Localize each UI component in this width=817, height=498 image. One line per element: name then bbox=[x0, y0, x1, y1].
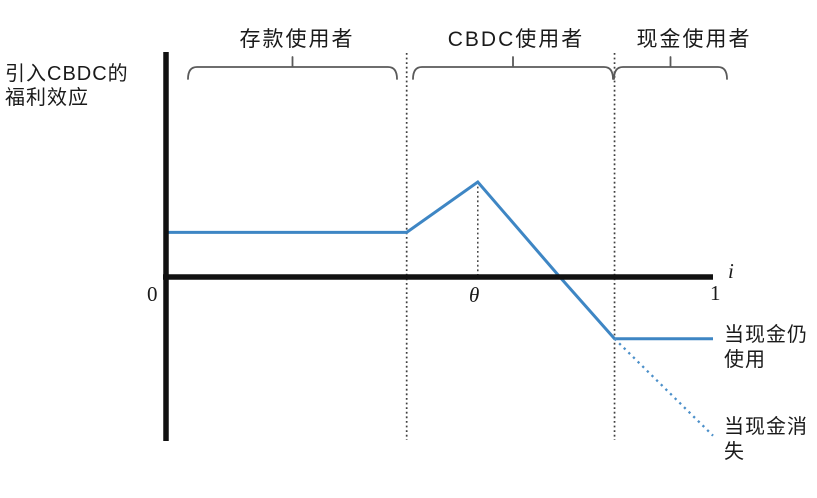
legend-cash-disappears: 当现金消 失 bbox=[724, 416, 808, 463]
welfare-curve-dotted bbox=[613, 337, 714, 437]
y-axis-label: 引入CBDC的 福利效应 bbox=[5, 63, 129, 109]
x-tick-theta: θ bbox=[469, 283, 480, 307]
x-tick-zero: 0 bbox=[147, 282, 158, 306]
x-axis-symbol: i bbox=[728, 259, 734, 283]
x-tick-one: 1 bbox=[710, 281, 721, 305]
region-brace bbox=[187, 56, 398, 80]
legend-cash-still-used: 当现金仍 使用 bbox=[724, 324, 808, 371]
welfare-curve-solid bbox=[166, 179, 713, 341]
region-label-cbdc-users: CBDC使用者 bbox=[447, 28, 585, 51]
region-label-cash-users: 现金使用者 bbox=[636, 28, 752, 51]
region-brace bbox=[412, 56, 614, 80]
region-brace bbox=[613, 56, 728, 80]
region-label-deposit-users: 存款使用者 bbox=[239, 28, 355, 51]
